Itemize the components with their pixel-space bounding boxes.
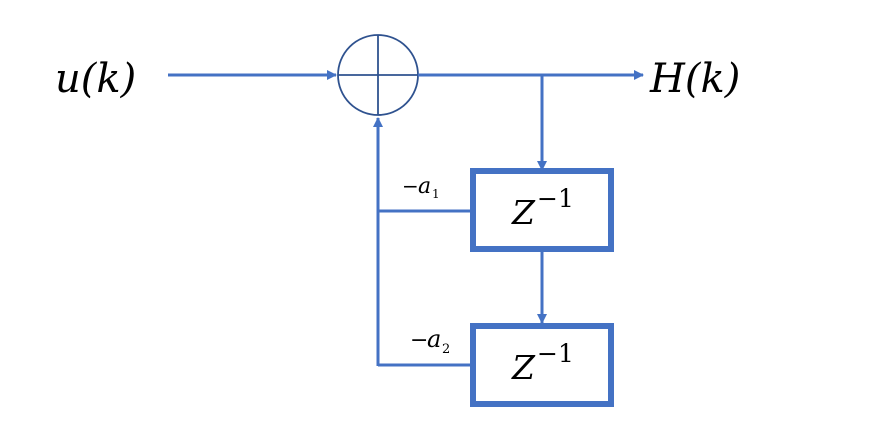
summing-junction bbox=[337, 34, 419, 116]
delay-block-2-exponent: −1 bbox=[537, 339, 574, 368]
gain-2-subscript: 2 bbox=[442, 342, 450, 357]
delay-block-1: Z −1 bbox=[470, 168, 614, 252]
delay-block-1-exponent: −1 bbox=[537, 184, 574, 213]
delay-block-2: Z −1 bbox=[470, 323, 614, 407]
gain-2-sign: − bbox=[410, 328, 428, 353]
delay-block-1-base: Z bbox=[511, 193, 536, 232]
delay-block-2-base: Z bbox=[511, 348, 536, 387]
input-label: u(k) bbox=[55, 56, 136, 102]
gain-label-1: − a 1 bbox=[402, 174, 440, 201]
gain-1-subscript: 1 bbox=[432, 187, 440, 201]
gain-1-symbol: a bbox=[418, 174, 431, 199]
gain-2-symbol: a bbox=[427, 325, 441, 353]
delay-block-1-box bbox=[470, 168, 614, 252]
gain-label-2: − a 2 bbox=[410, 325, 450, 357]
output-label: H(k) bbox=[649, 56, 740, 102]
gain-1-sign: − bbox=[402, 174, 419, 198]
